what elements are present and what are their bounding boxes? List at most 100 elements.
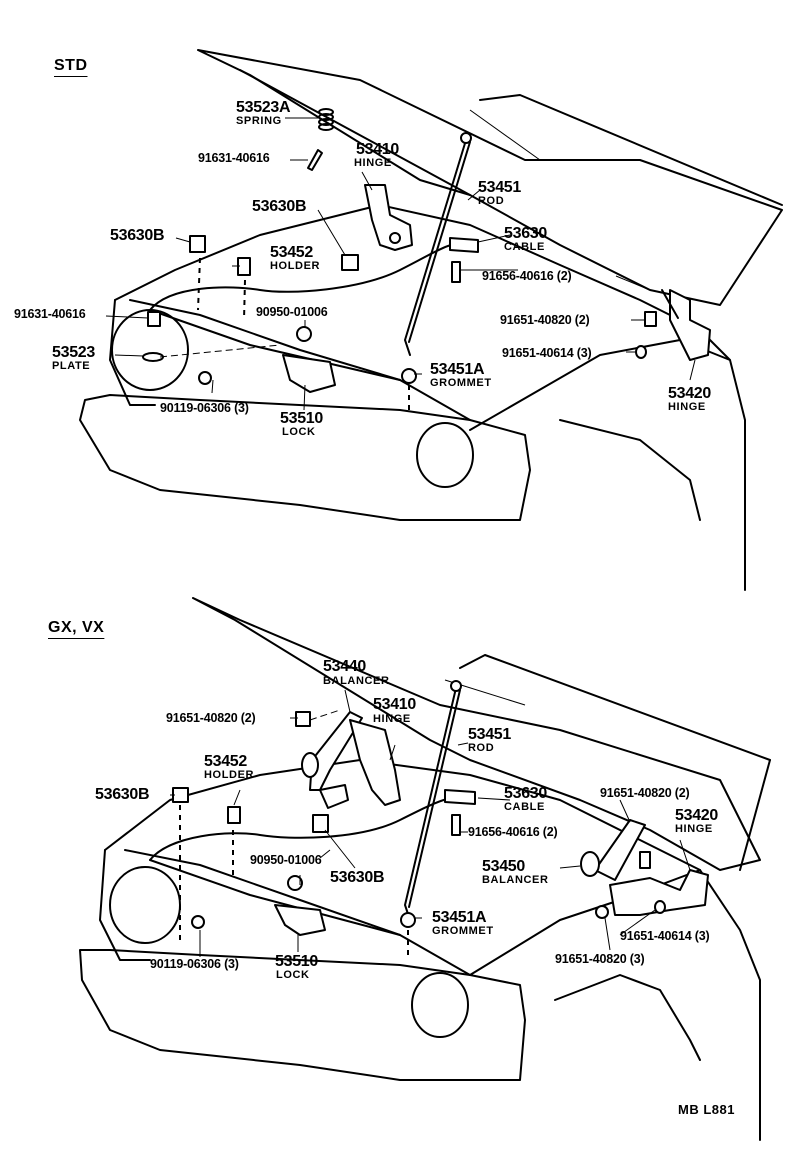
std-lock: [282, 354, 336, 393]
gx-bolt-0820-right: [639, 851, 651, 869]
gx-hood-right-edge: [739, 759, 771, 871]
gx-hinge-number: 53410: [373, 696, 416, 713]
std-screw-label: 90119-06306 (3): [160, 401, 249, 415]
gx-grommet-name: GROMMET: [432, 925, 494, 937]
std-bolt-91631-top: 91631-40616: [198, 151, 270, 165]
gx-headlight-left: [109, 866, 181, 944]
gx-heading: GX, VX: [48, 619, 105, 636]
std-hinge-left: [364, 184, 413, 251]
gx-bolt-0820-left: [295, 711, 311, 727]
gx-clip-b-mid: [312, 814, 329, 833]
gx-balancer-right: [594, 819, 646, 881]
std-clip-b-left-label: 53630B: [110, 227, 165, 244]
std-screw: [198, 371, 212, 385]
gx-lock-number: 53510: [275, 953, 318, 970]
gx-leaders: [170, 689, 691, 957]
std-spring-name: SPRING: [236, 115, 282, 127]
gx-view: [79, 597, 771, 1141]
std-headlight-right: [416, 422, 474, 488]
gx-support-rod-2: [408, 689, 461, 908]
gx-lock: [274, 904, 326, 936]
gx-dash-bolt: [309, 709, 341, 721]
std-fender-line: [559, 419, 701, 521]
std-heading: STD: [54, 57, 88, 74]
std-hinge-right-arm: [661, 289, 679, 319]
gx-bolt-91651-0614: 91651-40614 (3): [620, 929, 710, 943]
gx-hood-top-edge: [459, 654, 771, 761]
gx-bolt-91656: 91656-40616 (2): [468, 825, 558, 839]
std-hinge-name: HINGE: [354, 157, 392, 169]
std-hinge-number: 53410: [356, 141, 399, 158]
gx-bolt-91651-0820-bottom: 91651-40820 (3): [555, 952, 645, 966]
std-bolt-91651-0614: 91651-40614 (3): [502, 346, 592, 360]
gx-cable-number: 53630: [504, 785, 547, 802]
gx-cable-name: CABLE: [504, 801, 545, 813]
gx-hinge-right: [609, 869, 709, 916]
std-holder: [237, 257, 251, 276]
std-bolt-91631-left: 91631-40616: [14, 307, 86, 321]
std-support-rod: [404, 139, 467, 356]
gx-balancer-right-number: 53450: [482, 858, 525, 875]
std-grommet-name: GROMMET: [430, 377, 492, 389]
gx-bolt-0614: [654, 900, 666, 914]
gx-cable-clip: [444, 789, 476, 805]
gx-grille-edge: [149, 859, 471, 976]
std-body-outline: [114, 204, 746, 591]
std-hood-inner-edge: [239, 69, 471, 196]
std-lock-name: LOCK: [282, 426, 316, 438]
gx-holder-name: HOLDER: [204, 769, 255, 781]
gx-body-outline: [104, 759, 761, 1141]
footer-code: MB L881: [678, 1102, 735, 1117]
gx-cushion: [287, 875, 303, 891]
std-rod-end: [460, 132, 472, 144]
std-rod-number: 53451: [478, 179, 521, 196]
gx-bolt-0820-bottom: [595, 905, 609, 919]
std-clip-b-mid-label: 53630B: [252, 198, 307, 215]
std-plate-number: 53523: [52, 344, 95, 361]
std-leaders: [105, 117, 696, 411]
std-hinge-left-bolt: [389, 232, 401, 244]
gx-hood-panel: [192, 597, 761, 871]
gx-bolt-91651-0820-right: 91651-40820 (2): [600, 786, 690, 800]
gx-balancer-name: BALANCER: [323, 675, 390, 687]
gx-rod-number: 53451: [468, 726, 511, 743]
gx-screw-label: 90119-06306 (3): [150, 957, 239, 971]
gx-support-rod: [404, 687, 457, 921]
gx-lock-name: LOCK: [276, 969, 310, 981]
std-spring: [318, 108, 334, 131]
gx-bolt-91651-0820-left: 91651-40820 (2): [166, 711, 256, 725]
std-hinge-right-name: HINGE: [668, 401, 706, 413]
std-bolt-left: [147, 311, 161, 327]
std-hinge-right: [669, 289, 711, 361]
std-bolt-0614: [635, 345, 647, 359]
std-spring-coil-4: [318, 123, 334, 131]
gx-rod-name: ROD: [468, 742, 495, 754]
gx-hinge-name: HINGE: [373, 713, 411, 725]
std-dash-clip: [197, 257, 201, 311]
gx-headlight-right: [411, 972, 469, 1038]
std-grommet-number: 53451A: [430, 361, 485, 378]
std-cable-clip: [449, 237, 479, 253]
std-hood-top-edge: [479, 94, 783, 206]
std-bolt-91656: 91656-40616 (2): [482, 269, 572, 283]
gx-holder: [227, 806, 241, 824]
gx-front-panel: [99, 849, 151, 961]
gx-balancer-right-name: BALANCER: [482, 874, 549, 886]
std-cable-name: CABLE: [504, 241, 545, 253]
std-cable-number: 53630: [504, 225, 547, 242]
gx-balancer-number: 53440: [323, 658, 366, 675]
gx-fender-line: [554, 974, 701, 1061]
gx-balancer-right-end: [580, 851, 600, 877]
std-rod-name: ROD: [478, 195, 505, 207]
std-bolt-0820: [644, 311, 657, 327]
std-grommet: [401, 368, 417, 384]
std-lock-number: 53510: [280, 410, 323, 427]
gx-grille-top: [124, 849, 401, 936]
std-bolt-2616: [451, 261, 461, 283]
gx-grommet: [400, 912, 416, 928]
std-front-panel: [109, 299, 156, 406]
std-view: [79, 49, 783, 591]
gx-clip-b-left-label: 53630B: [95, 786, 150, 803]
